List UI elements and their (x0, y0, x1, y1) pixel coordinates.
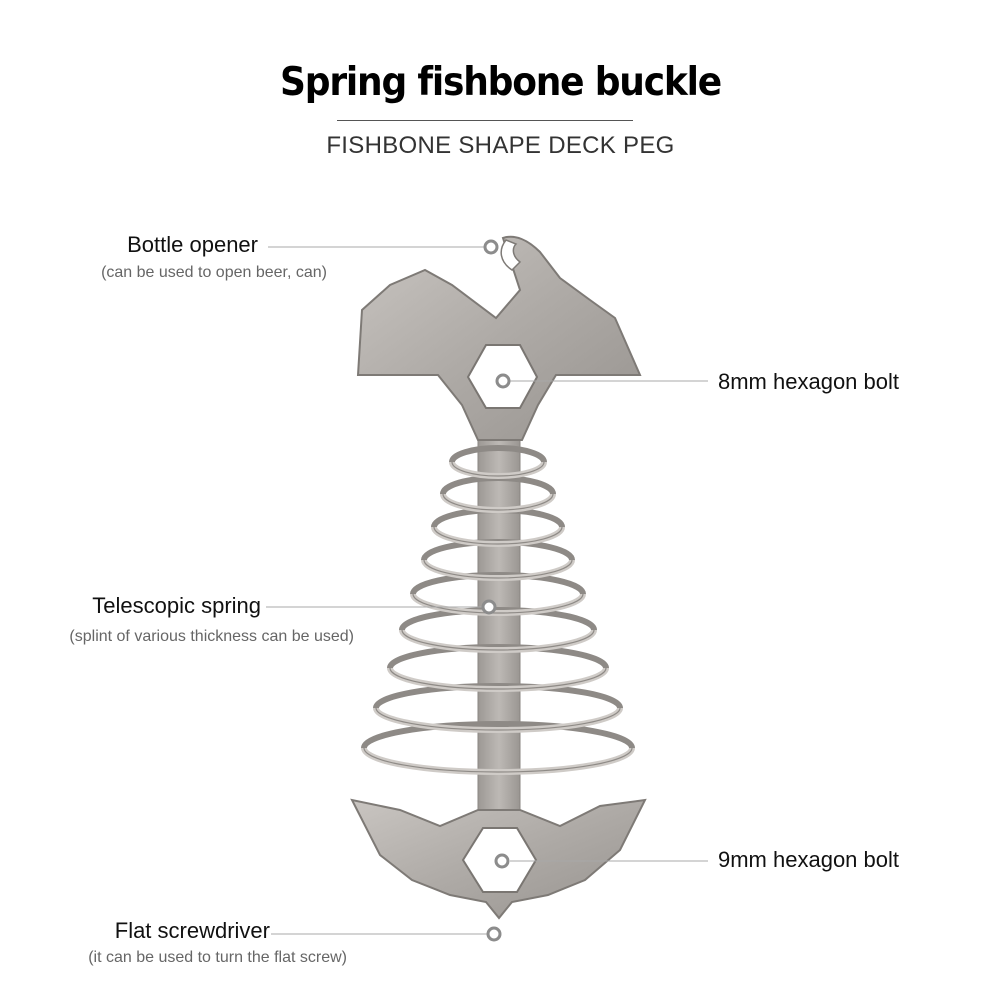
hexagon-8mm-label: 8mm hexagon bolt (718, 369, 899, 394)
bottle-opener-notch (500, 239, 522, 271)
flat-screwdriver-label: Flat screwdriver (114, 918, 270, 943)
bottle-opener-label: Bottle opener (127, 232, 258, 257)
product-title: Spring fishbone buckle (280, 60, 722, 105)
hexagon-9mm-label: 9mm hexagon bolt (718, 847, 899, 872)
bottle-opener-note: (can be used to open beer, can) (101, 264, 327, 281)
telescopic-spring-label: Telescopic spring (92, 593, 261, 618)
telescopic-spring-note: (splint of various thickness can be used… (69, 628, 354, 645)
flat-screwdriver-note: (it can be used to turn the flat screw) (88, 949, 347, 966)
top-head-plate (356, 235, 642, 441)
leader-lines (266, 246, 708, 935)
title-divider (337, 120, 633, 121)
spring-outline (363, 461, 633, 773)
callout-dots (481, 239, 511, 942)
product-subtitle: FISHBONE SHAPE DECK PEG (326, 132, 675, 159)
